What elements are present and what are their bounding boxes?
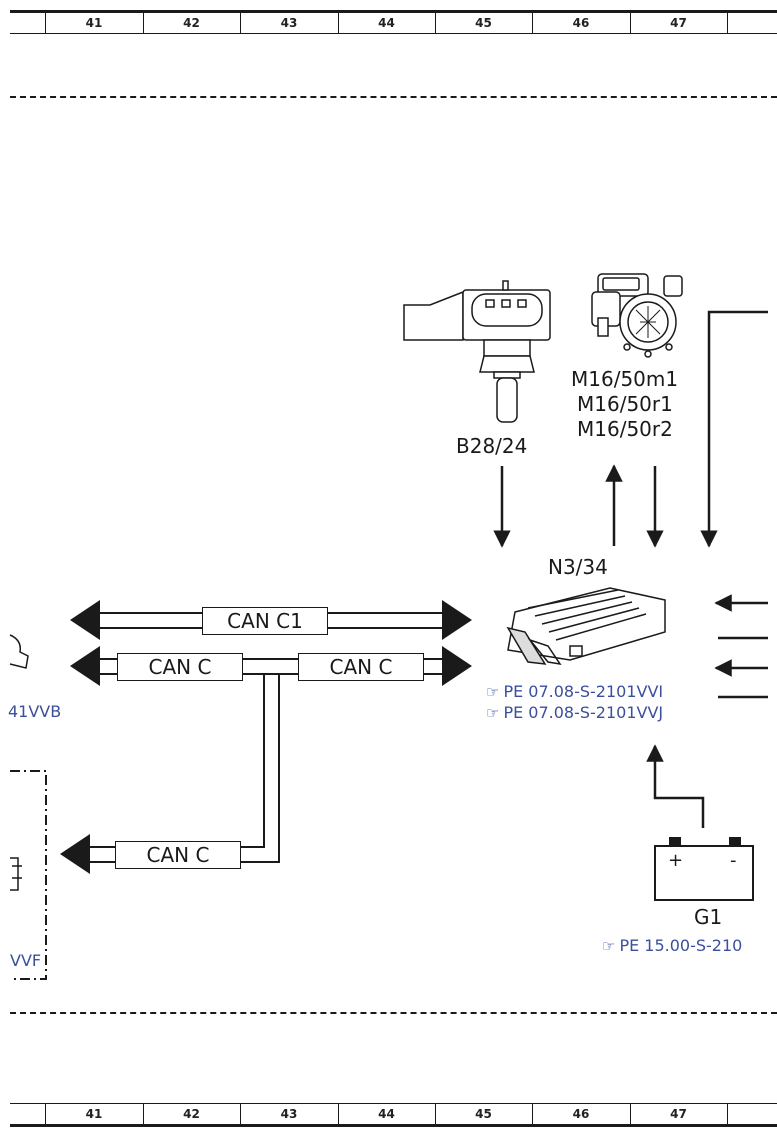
ecu-reference-1-text: PE 07.08-S-2101VVI xyxy=(503,682,664,701)
ruler-tick xyxy=(727,13,728,33)
can-c-lower-label: CAN C xyxy=(115,841,241,869)
ruler-tick xyxy=(240,13,241,33)
ruler-cell: 43 xyxy=(280,16,298,30)
can-c-right-label: CAN C xyxy=(298,653,424,681)
left-reference-top[interactable]: 41VVB xyxy=(8,702,62,721)
throttle-label-2: M16/50r1 xyxy=(577,392,673,416)
ruler-tick xyxy=(727,1104,728,1124)
pointing-hand-icon: ☞ xyxy=(602,937,616,955)
ruler-cell: 42 xyxy=(183,1107,200,1121)
sensor-label: B28/24 xyxy=(456,434,528,458)
ruler-cell: 44 xyxy=(378,1107,395,1121)
ruler-tick xyxy=(630,1104,631,1124)
battery-minus: - xyxy=(730,850,737,871)
ruler-cell: 46 xyxy=(572,16,590,30)
ruler-tick xyxy=(532,1104,533,1124)
ruler-cell: 41 xyxy=(85,1107,103,1121)
section-divider-bottom xyxy=(10,1012,777,1014)
left-reference-bottom[interactable]: VVF xyxy=(10,951,42,970)
ruler-cell: 42 xyxy=(183,16,200,30)
ecu-reference-2[interactable]: ☞PE 07.08-S-2101VVJ xyxy=(486,703,663,722)
ruler-cell: 47 xyxy=(670,16,687,30)
pointing-hand-icon: ☞ xyxy=(486,704,500,722)
ruler-tick xyxy=(338,13,339,33)
battery-reference[interactable]: ☞PE 15.00-S-210 xyxy=(602,936,742,955)
column-ruler-bottom: 41 42 43 44 45 46 47 xyxy=(10,1103,777,1127)
battery-label: G1 xyxy=(694,905,723,929)
can-arrowheads xyxy=(60,600,472,874)
ecu-reference-1[interactable]: ☞PE 07.08-S-2101VVI xyxy=(486,682,663,701)
battery-plus: + xyxy=(668,850,684,871)
can-bus-lines xyxy=(90,612,442,863)
ruler-cell: 45 xyxy=(475,1107,492,1121)
ruler-tick xyxy=(143,13,144,33)
ruler-cell: 47 xyxy=(670,1107,687,1121)
ruler-tick xyxy=(630,13,631,33)
ecu-label: N3/34 xyxy=(548,555,608,579)
throttle-label-1: M16/50m1 xyxy=(571,367,679,391)
can-c1-label: CAN C1 xyxy=(202,607,328,635)
battery-icon xyxy=(654,837,754,901)
ruler-tick xyxy=(532,13,533,33)
ruler-tick xyxy=(240,1104,241,1124)
throttle-label-3: M16/50r2 xyxy=(577,417,673,441)
section-divider-top xyxy=(10,96,777,98)
ruler-tick xyxy=(435,13,436,33)
pressure-sensor-icon xyxy=(403,280,551,423)
ruler-tick xyxy=(143,1104,144,1124)
ruler-tick xyxy=(338,1104,339,1124)
ruler-cell: 46 xyxy=(572,1107,590,1121)
left-partial-connector xyxy=(9,634,29,891)
throttle-valve-icon xyxy=(591,273,683,358)
battery-reference-text: PE 15.00-S-210 xyxy=(619,936,743,955)
ruler-cell: 43 xyxy=(280,1107,298,1121)
ecu-module-icon xyxy=(506,587,666,666)
left-dashed-frame xyxy=(10,770,47,980)
ruler-tick xyxy=(45,1104,46,1124)
ruler-cell: 41 xyxy=(85,16,103,30)
ecu-reference-2-text: PE 07.08-S-2101VVJ xyxy=(503,703,664,722)
pointing-hand-icon: ☞ xyxy=(486,683,500,701)
ruler-cell: 44 xyxy=(378,16,395,30)
signal-lines xyxy=(493,310,768,828)
ruler-tick xyxy=(45,13,46,33)
can-c-left-label: CAN C xyxy=(117,653,243,681)
ruler-tick xyxy=(435,1104,436,1124)
ruler-cell: 45 xyxy=(475,16,492,30)
column-ruler-top: 41 42 43 44 45 46 47 xyxy=(10,10,777,34)
